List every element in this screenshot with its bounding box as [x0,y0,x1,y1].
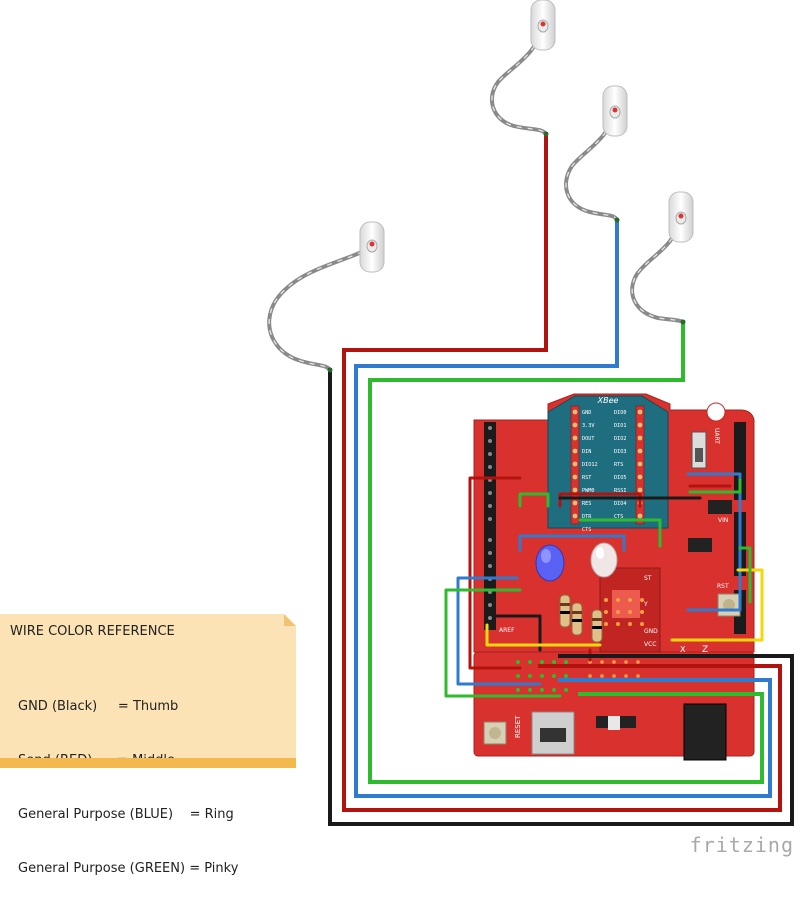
xbee-left-pin-label: 3.3V [582,423,595,429]
main-wires [328,132,794,826]
sensor-pinky [668,191,694,243]
sensor-thumb [359,221,385,273]
aref-label: AREF [499,627,515,634]
xbee-right-pin-label: DIO2 [614,436,627,442]
xbee-right-pin-label: DIO5 [614,475,627,481]
xbee-left-pin-label: DIN [582,449,591,455]
xbee-right-pin-label: RTS [614,462,623,468]
x-label: X [680,645,686,654]
xbee-right-pin-label: DIO4 [614,501,627,507]
xbee-left-pin-label: DTR [582,514,592,520]
xbee-right-pin-label: DIO0 [614,410,627,416]
xbee-left-pin-label: PWM0 [582,488,595,494]
gnd-label: GND [644,628,658,635]
xbee-label: XBee [597,396,619,405]
xbee-left-pin-label: DOUT [582,436,595,442]
xbee-left-pin-label: CTS [582,527,591,533]
xbee-right-pin-label: RSSI [614,488,627,494]
xbee-left-pin-label: RST [582,475,591,481]
xbee-module [547,395,669,529]
white-led [590,542,618,578]
note-line-gnd: GND (Black) = Thumb [18,699,179,714]
vin-label: VIN [718,517,728,524]
note-line-blue: General Purpose (BLUE) = Ring [18,807,234,822]
resistors [559,594,603,643]
uart-label: UART [713,428,720,444]
black-wire-gnd [328,368,794,826]
circuit-diagram: RESET XBee [267,0,794,826]
rst-label: RST [717,583,729,590]
green-wire-pinky [368,320,764,784]
probe-cables [267,24,685,372]
note-corner-fold [284,614,296,626]
xbee-right-pin-label: CTS [614,514,623,520]
red-wire-send [342,132,782,812]
note-title: WIRE COLOR REFERENCE [10,624,175,639]
y-label: Y [643,601,648,608]
xbee-left-pin-label: GND [582,410,591,416]
note-lines: GND (Black) = Thumb Send (RED) = Middle … [18,662,238,914]
fritzing-logo: fritzing [689,833,794,857]
st-label: ST [644,575,652,582]
wire-color-reference-note: WIRE COLOR REFERENCE GND (Black) = Thumb… [0,614,296,876]
xbee-left-pin-label: DIO12 [582,462,598,468]
blue-wire-ring [354,218,772,798]
sensor-middle [530,0,556,51]
reset-label: RESET [514,715,522,738]
xbee-right-pin-label: DIO3 [614,449,627,455]
xbee-right-pin-label: DIO1 [614,423,627,429]
note-line-green: General Purpose (GREEN) = Pinky [18,861,239,876]
z-label: Z [702,645,708,655]
note-bottom-bar [0,758,296,768]
blue-led [535,544,565,582]
sensor-ring [602,85,628,137]
vcc-label: VCC [644,641,656,648]
xbee-left-pin-label: RES [582,501,591,507]
battery-jack [683,703,727,761]
